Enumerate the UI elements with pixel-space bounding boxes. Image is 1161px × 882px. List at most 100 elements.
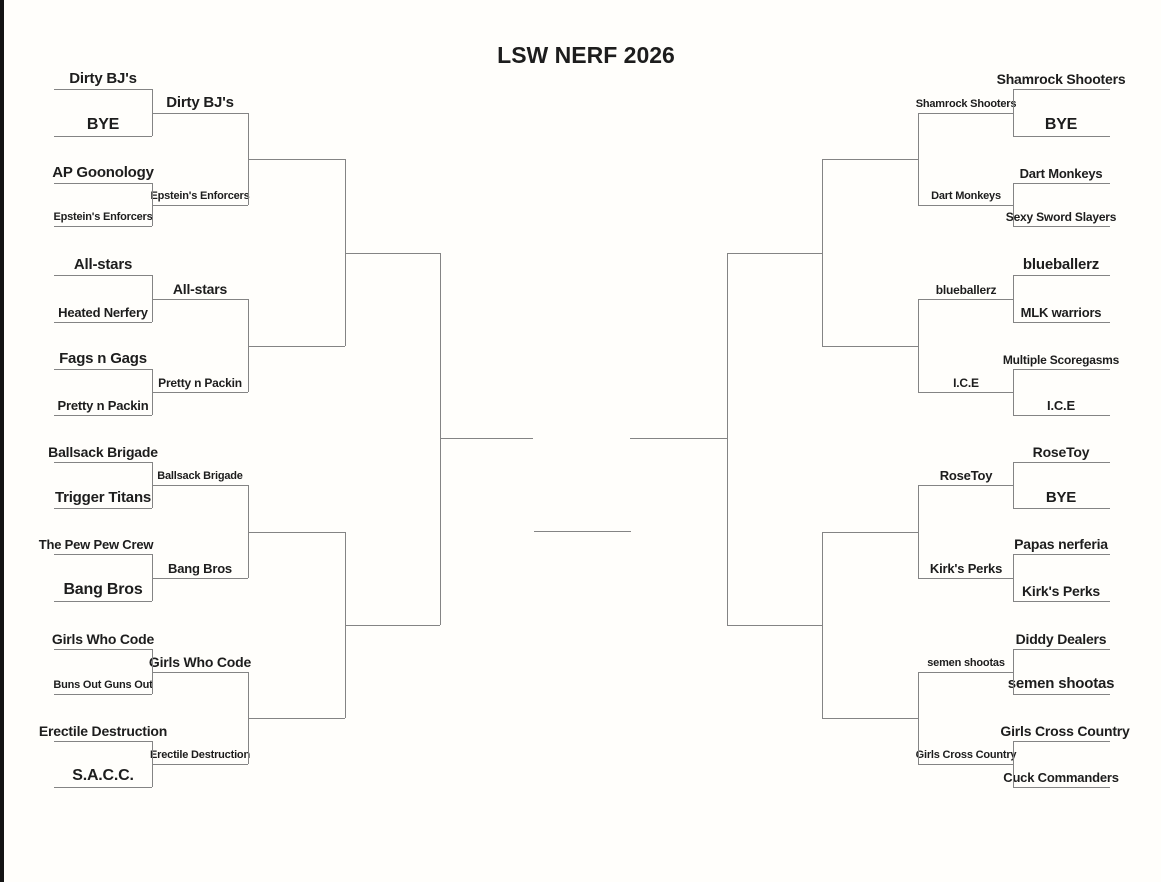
bracket-line-horizontal bbox=[822, 718, 918, 719]
bracket-line-horizontal bbox=[345, 253, 440, 254]
bracket-line-vertical bbox=[1013, 554, 1014, 601]
bracket-line-horizontal bbox=[1013, 369, 1110, 370]
bracket-line-horizontal bbox=[248, 159, 345, 160]
winner-right-m4: RoseToy bbox=[939, 468, 993, 484]
bracket-line-vertical bbox=[1013, 369, 1014, 415]
team-left-m6-top: Girls Who Code bbox=[51, 631, 155, 648]
team-right-m6-top: Diddy Dealers bbox=[1015, 631, 1107, 648]
bracket-line-horizontal bbox=[1013, 787, 1110, 788]
bracket-line-horizontal bbox=[1013, 649, 1110, 650]
team-left-m5-bottom: Bang Bros bbox=[63, 581, 143, 599]
team-right-m7-bottom: Cuck Commanders bbox=[1003, 770, 1119, 786]
team-right-m6-bottom: semen shootas bbox=[1007, 675, 1115, 693]
bracket-line-vertical bbox=[152, 649, 153, 694]
team-left-m3-top: Fags n Gags bbox=[59, 350, 147, 368]
bracket-line-vertical bbox=[152, 89, 153, 136]
bracket-line-horizontal bbox=[54, 554, 152, 555]
team-left-m2-bottom: Heated Nerfery bbox=[58, 305, 148, 321]
bracket-line-horizontal bbox=[918, 113, 1013, 114]
bracket-line-vertical bbox=[1013, 183, 1014, 226]
bracket-line-horizontal bbox=[822, 346, 918, 347]
winner-right-m2: blueballerz bbox=[935, 283, 997, 298]
winner-left-m5: Bang Bros bbox=[168, 561, 232, 577]
bracket-line-horizontal bbox=[1013, 415, 1110, 416]
team-left-m7-top: Erectile Destruction bbox=[38, 723, 168, 740]
bracket-line-vertical bbox=[248, 485, 249, 578]
bracket-line-horizontal bbox=[822, 159, 918, 160]
winner-left-m0: Dirty BJ's bbox=[166, 94, 234, 112]
bracket-line-horizontal bbox=[345, 625, 440, 626]
bracket-line-horizontal bbox=[54, 741, 152, 742]
bracket-line-horizontal bbox=[918, 672, 1013, 673]
winner-left-m1: Epstein's Enforcers bbox=[150, 190, 250, 203]
bracket-line-horizontal bbox=[918, 299, 1013, 300]
bracket-line-horizontal bbox=[152, 205, 248, 206]
bracket-line-horizontal bbox=[54, 462, 152, 463]
bracket-line-horizontal bbox=[152, 672, 248, 673]
bracket-line-horizontal bbox=[1013, 136, 1110, 137]
bracket-line-vertical bbox=[440, 253, 441, 625]
bracket-line-horizontal bbox=[54, 183, 152, 184]
bracket-line-vertical bbox=[918, 113, 919, 205]
winner-right-m6: semen shootas bbox=[927, 657, 1005, 670]
bracket-line-horizontal bbox=[152, 578, 248, 579]
bracket-line-horizontal bbox=[918, 205, 1013, 206]
bracket-line-horizontal bbox=[630, 438, 727, 439]
bracket-line-horizontal bbox=[1013, 508, 1110, 509]
team-left-m5-top: The Pew Pew Crew bbox=[38, 537, 154, 553]
bracket-line-horizontal bbox=[1013, 226, 1110, 227]
bracket-line-horizontal bbox=[248, 718, 345, 719]
bracket-line-horizontal bbox=[152, 485, 248, 486]
bracket-line-horizontal bbox=[54, 226, 152, 227]
bracket-line-horizontal bbox=[1013, 183, 1110, 184]
bracket-line-horizontal bbox=[1013, 601, 1110, 602]
bracket-line-horizontal bbox=[54, 369, 152, 370]
team-right-m7-top: Girls Cross Country bbox=[1000, 723, 1130, 740]
team-left-m3-bottom: Pretty n Packin bbox=[57, 398, 149, 414]
bracket-line-horizontal bbox=[248, 532, 345, 533]
team-right-m5-top: Papas nerferia bbox=[1014, 536, 1108, 553]
team-left-m1-bottom: Epstein's Enforcers bbox=[53, 211, 153, 224]
bracket-line-horizontal bbox=[152, 299, 248, 300]
bracket-line-horizontal bbox=[822, 532, 918, 533]
team-left-m6-bottom: Buns Out Guns Out bbox=[53, 679, 153, 692]
winner-left-m7: Erectile Destruction bbox=[150, 749, 250, 762]
winner-right-m7: Girls Cross Country bbox=[915, 749, 1017, 762]
bracket-line-horizontal bbox=[54, 694, 152, 695]
bracket-line-vertical bbox=[727, 253, 728, 625]
tournament-title: LSW NERF 2026 bbox=[497, 42, 675, 68]
bracket-line-horizontal bbox=[152, 392, 248, 393]
bracket-line-horizontal bbox=[1013, 322, 1110, 323]
bracket-line-vertical bbox=[152, 183, 153, 226]
bracket-line-horizontal bbox=[1013, 554, 1110, 555]
bracket-line-vertical bbox=[1013, 462, 1014, 508]
team-left-m0-top: Dirty BJ's bbox=[69, 70, 137, 88]
winner-right-m5: Kirk's Perks bbox=[929, 561, 1003, 577]
bracket-line-horizontal bbox=[152, 764, 248, 765]
bracket-line-vertical bbox=[918, 672, 919, 764]
bracket-line-horizontal bbox=[1013, 89, 1110, 90]
team-left-m7-bottom: S.A.C.C. bbox=[72, 767, 134, 785]
team-right-m3-bottom: I.C.E bbox=[1047, 398, 1075, 414]
team-left-m1-top: AP Goonology bbox=[52, 164, 154, 182]
bracket-line-horizontal bbox=[1013, 275, 1110, 276]
winner-right-m1: Dart Monkeys bbox=[931, 190, 1001, 203]
team-right-m5-bottom: Kirk's Perks bbox=[1022, 583, 1100, 600]
bracket-line-horizontal bbox=[918, 485, 1013, 486]
bracket-line-horizontal bbox=[54, 649, 152, 650]
bracket-line-vertical bbox=[248, 299, 249, 392]
team-left-m4-top: Ballsack Brigade bbox=[48, 444, 158, 461]
bracket-line-vertical bbox=[918, 485, 919, 578]
bracket-line-horizontal bbox=[1013, 741, 1110, 742]
bracket-line-vertical bbox=[152, 275, 153, 322]
winner-right-m0: Shamrock Shooters bbox=[915, 98, 1017, 111]
winner-right-m3: I.C.E bbox=[953, 376, 979, 391]
bracket-line-horizontal bbox=[534, 531, 631, 532]
bracket-line-horizontal bbox=[248, 346, 345, 347]
bracket-line-horizontal bbox=[152, 113, 248, 114]
team-right-m0-bottom: BYE bbox=[1044, 116, 1078, 134]
team-left-m2-top: All-stars bbox=[73, 256, 133, 274]
bracket-line-horizontal bbox=[918, 578, 1013, 579]
team-left-m4-bottom: Trigger Titans bbox=[54, 489, 152, 507]
bracket-line-horizontal bbox=[54, 601, 152, 602]
